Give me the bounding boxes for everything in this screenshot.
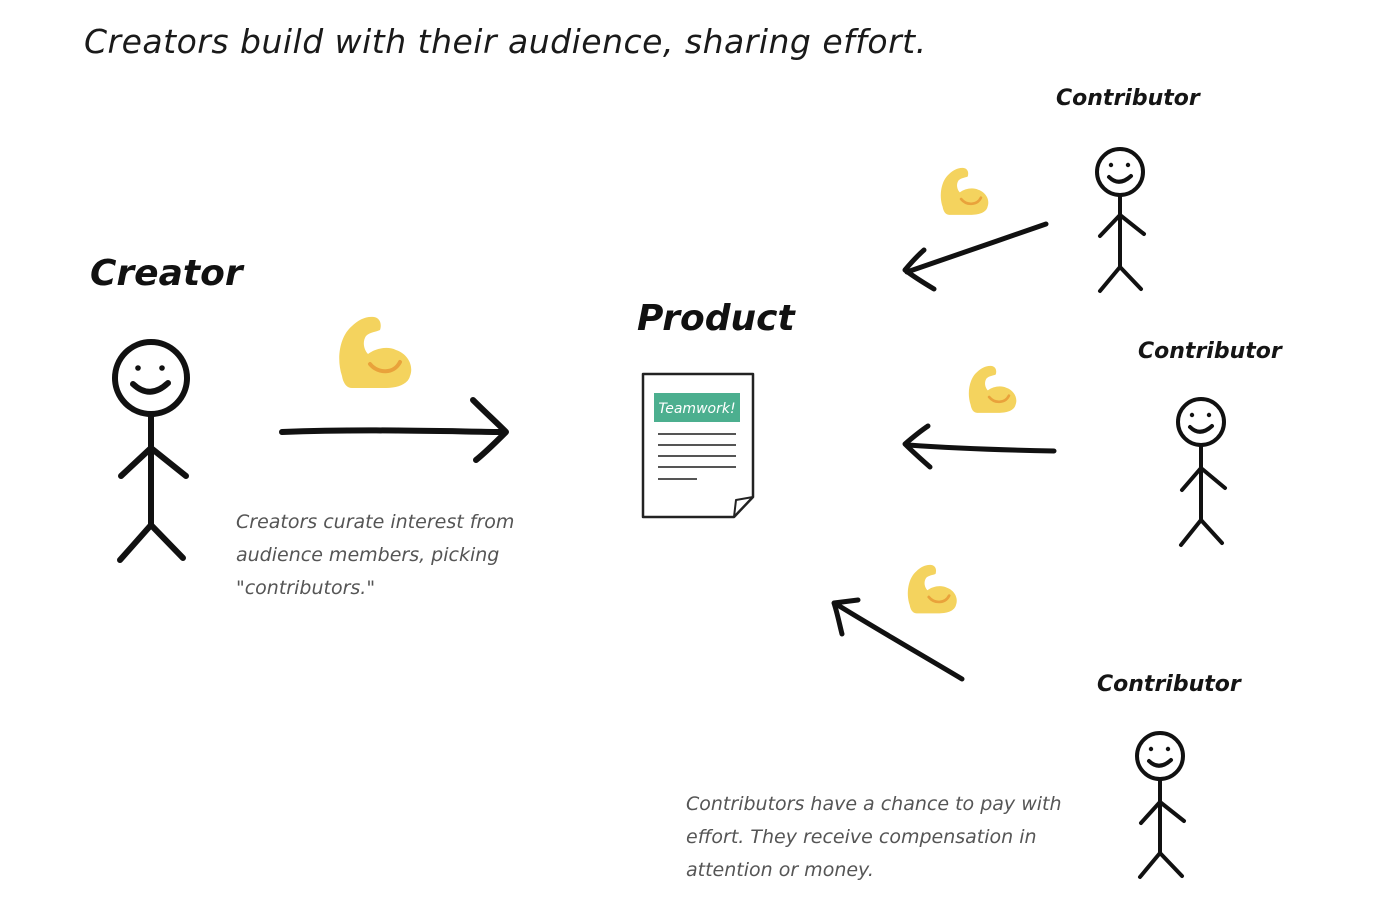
creator-note-line: Creators curate interest from xyxy=(236,511,515,533)
contributor-3-figure xyxy=(1135,731,1186,879)
diagram-headline: Creators build with their audience, shar… xyxy=(84,22,927,61)
contributor-2-label: Contributor xyxy=(1138,339,1282,364)
contributor-1-effort-icon xyxy=(939,166,990,217)
creator-note-line: "contributors." xyxy=(236,577,376,599)
contributor-3-arrow xyxy=(831,597,965,682)
contributor-3-label: Contributor xyxy=(1097,672,1241,697)
contributor-2-effort-icon xyxy=(967,364,1018,415)
contributor-1-arrow xyxy=(902,221,1049,292)
contributor-1-label: Contributor xyxy=(1056,86,1200,111)
product-document-icon: Teamwork! xyxy=(641,372,755,519)
document-heading: Teamwork! xyxy=(658,401,735,417)
creator-figure xyxy=(112,339,190,563)
creator-note: Creators curate interest from audience m… xyxy=(236,506,514,605)
contributor-note: Contributors have a chance to pay with e… xyxy=(686,788,1062,887)
creator-effort-icon xyxy=(337,314,414,390)
document-heading-bar xyxy=(654,393,740,422)
contributor-2-arrow xyxy=(902,423,1057,470)
contributor-2-figure xyxy=(1176,397,1227,547)
contributor-note-line: attention or money. xyxy=(686,859,874,881)
creator-label: Creator xyxy=(90,253,243,294)
creator-to-product-arrow xyxy=(279,397,509,463)
contributor-1-figure xyxy=(1095,147,1146,293)
contributor-note-line: effort. They receive compensation in xyxy=(686,826,1037,848)
contributor-3-effort-icon xyxy=(906,563,959,615)
creator-note-line: audience members, picking xyxy=(236,544,500,566)
contributor-note-line: Contributors have a chance to pay with xyxy=(686,793,1062,815)
product-label: Product xyxy=(637,298,795,339)
